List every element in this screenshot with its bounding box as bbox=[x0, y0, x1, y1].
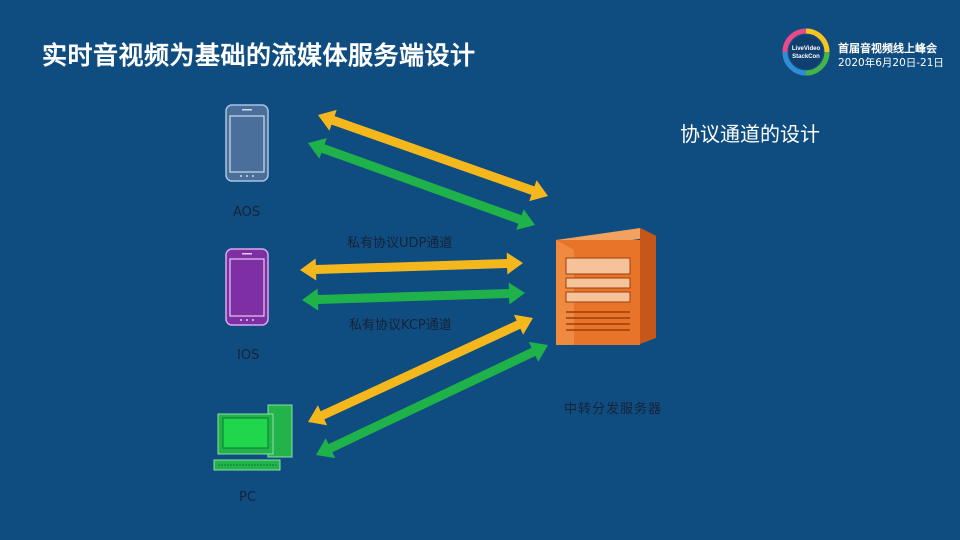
page-title: 实时音视频为基础的流媒体服务端设计 bbox=[42, 41, 476, 70]
conference-name: 首届音视频线上峰会 bbox=[838, 42, 937, 55]
aos-kcp-arrow bbox=[308, 138, 535, 230]
aos-phone-icon bbox=[225, 104, 269, 182]
aos-label: AOS bbox=[233, 205, 261, 220]
aos-udp-arrow bbox=[318, 109, 548, 202]
ios-kcp-arrow bbox=[302, 282, 525, 311]
conference-date: 2020年6月20日-21日 bbox=[838, 57, 944, 69]
ios-udp-arrow bbox=[300, 252, 523, 281]
section-subtitle: 协议通道的设计 bbox=[680, 122, 820, 146]
svg-text:LiveVideo: LiveVideo bbox=[792, 46, 821, 52]
server-label: 中转分发服务器 bbox=[564, 402, 663, 417]
conference-logo: LiveVideo StackCon bbox=[782, 28, 830, 76]
pc-udp-arrow bbox=[308, 314, 533, 426]
pc-kcp-arrow bbox=[316, 341, 548, 459]
udp-channel-label: 私有协议UDP通道 bbox=[347, 236, 453, 251]
kcp-channel-label: 私有协议KCP通道 bbox=[349, 318, 452, 333]
ios-label: IOS bbox=[237, 348, 260, 363]
ios-phone-icon bbox=[225, 248, 269, 326]
desktop-computer-icon bbox=[213, 404, 293, 471]
server-tower-icon bbox=[556, 228, 656, 345]
svg-text:StackCon: StackCon bbox=[792, 54, 820, 60]
pc-label: PC bbox=[239, 490, 256, 505]
